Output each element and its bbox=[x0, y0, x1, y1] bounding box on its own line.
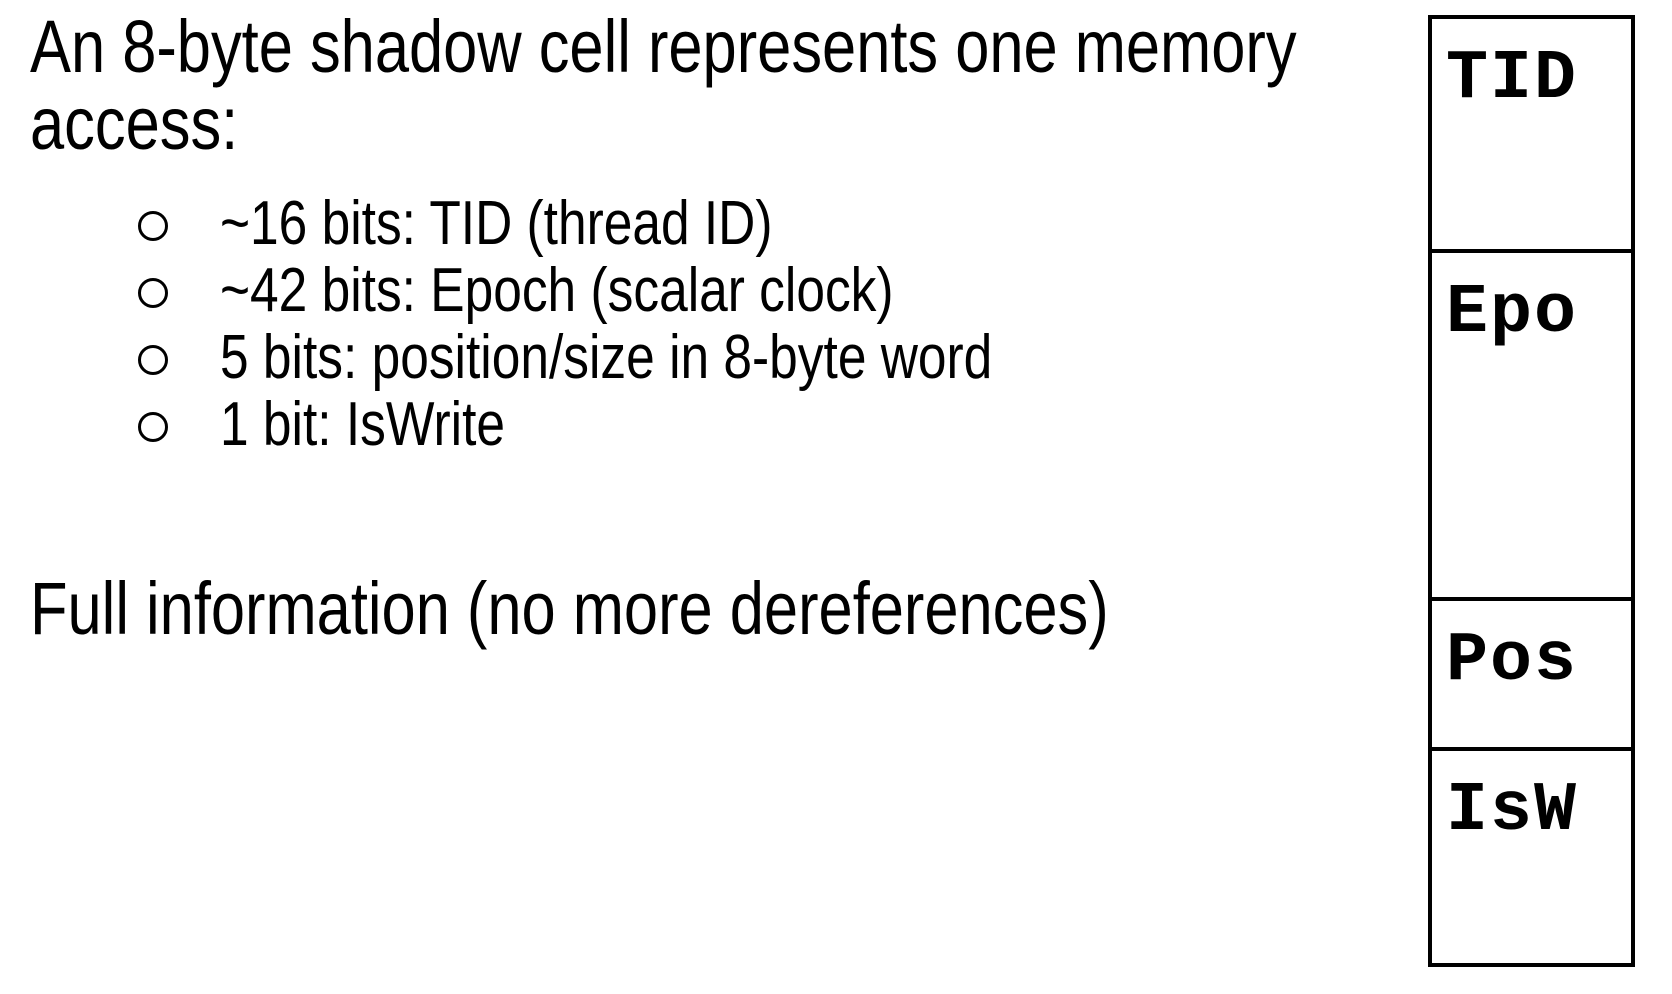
footer-text: Full information (no more dereferences) bbox=[30, 567, 1109, 650]
diagram-cell-label: Epo bbox=[1446, 274, 1579, 353]
bullet-item: ~42 bits: Epoch (scalar clock) bbox=[0, 257, 1150, 324]
bullet-text: 5 bits: position/size in 8-byte word bbox=[220, 323, 993, 392]
diagram-cell-iswrite: IsW bbox=[1432, 747, 1631, 963]
circle-bullet-icon bbox=[138, 210, 168, 241]
diagram-cell-label: TID bbox=[1446, 40, 1579, 119]
intro-text: An 8-byte shadow cell represents one mem… bbox=[30, 8, 1556, 162]
bullet-text: ~16 bits: TID (thread ID) bbox=[220, 189, 773, 258]
diagram-cell-tid: TID bbox=[1432, 19, 1631, 249]
bullet-text: ~42 bits: Epoch (scalar clock) bbox=[220, 256, 894, 325]
intro-line-1: An 8-byte shadow cell represents one mem… bbox=[30, 5, 1297, 88]
bullet-text: 1 bit: IsWrite bbox=[220, 390, 506, 459]
circle-bullet-icon bbox=[138, 344, 168, 375]
diagram-cell-epoch: Epo bbox=[1432, 249, 1631, 597]
bullet-item: ~16 bits: TID (thread ID) bbox=[0, 190, 1150, 257]
diagram-cell-pos: Pos bbox=[1432, 597, 1631, 747]
bullet-list: ~16 bits: TID (thread ID) ~42 bits: Epoc… bbox=[0, 190, 1150, 458]
shadow-cell-diagram: TID Epo Pos IsW bbox=[1428, 15, 1635, 967]
circle-bullet-icon bbox=[138, 277, 168, 308]
bullet-item: 1 bit: IsWrite bbox=[0, 391, 1150, 458]
diagram-cell-label: Pos bbox=[1446, 622, 1579, 701]
bullet-item: 5 bits: position/size in 8-byte word bbox=[0, 324, 1150, 391]
intro-line-2: access: bbox=[30, 82, 239, 165]
diagram-cell-label: IsW bbox=[1446, 772, 1579, 851]
circle-bullet-icon bbox=[138, 411, 168, 442]
